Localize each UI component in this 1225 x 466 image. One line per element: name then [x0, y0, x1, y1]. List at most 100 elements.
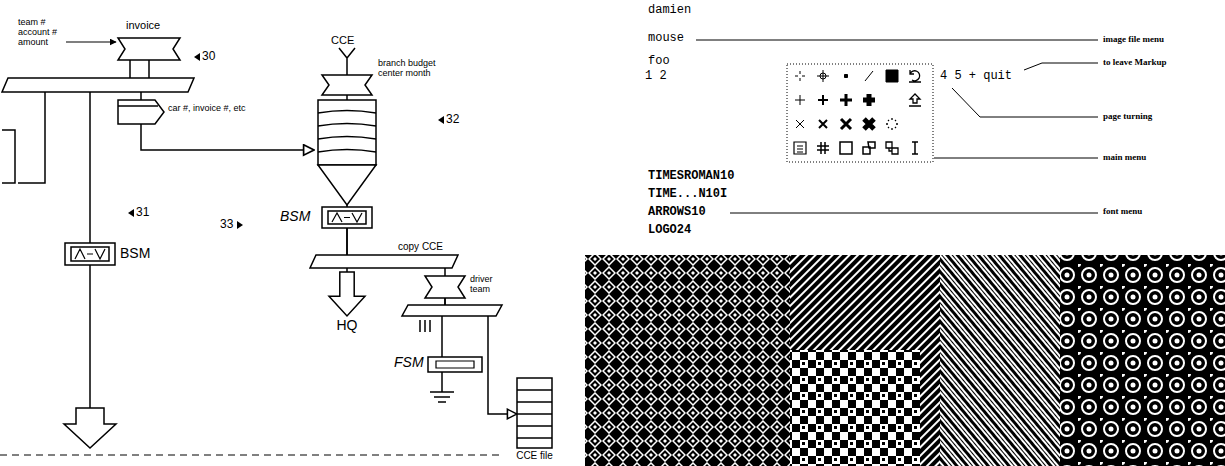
menu-item: foo: [648, 55, 670, 68]
callout-number: 33: [220, 218, 233, 231]
hopper-cards: [318, 111, 376, 153]
shape-outline: [328, 211, 366, 224]
side-branch: [18, 92, 45, 183]
leader-line: [696, 40, 1098, 41]
shape-outline: [71, 247, 109, 261]
menu-icon: [819, 120, 827, 128]
main-line: [89, 265, 91, 408]
field-note: team # account # amount: [18, 18, 66, 48]
node-label: HQ: [327, 318, 367, 333]
node-outline: [517, 378, 552, 448]
leader-line: [1024, 63, 1098, 70]
shape-outline: [428, 357, 482, 372]
font-item: ARROWS10: [648, 206, 706, 219]
menu-icon: [841, 119, 851, 129]
menu-icon: [886, 118, 898, 130]
markup-leaders: [696, 40, 1098, 213]
menu-icon: [909, 70, 921, 82]
shape-outline: [65, 243, 115, 265]
menu-icon: [863, 142, 875, 154]
font-item: TIME...N10I: [648, 188, 727, 201]
menu-icon: [817, 142, 829, 154]
node-label: invoice: [126, 19, 196, 31]
callout-mark: [237, 221, 243, 229]
shape-outline: [322, 75, 372, 95]
menu-icon: [886, 70, 898, 82]
shape-outline: [118, 100, 164, 124]
node-label: BSM: [280, 209, 320, 224]
shape-outline: [75, 249, 105, 259]
menu-icon: [909, 94, 921, 106]
shape-outline: [517, 378, 552, 448]
callout-mark: [194, 53, 200, 61]
flow-node: BSM: [65, 243, 115, 265]
side-box: [2, 130, 15, 183]
leader-line: [730, 213, 1098, 214]
callout-marks: [128, 53, 444, 229]
menu-icon: [864, 119, 874, 129]
output-arrow: [64, 408, 116, 448]
left-flow-wires: [0, 42, 500, 455]
pattern-swatch: [920, 350, 940, 466]
node-outline: [322, 207, 372, 228]
flow-connector: [347, 228, 445, 276]
menu-icon: [795, 95, 805, 105]
flow-node: invoice: [118, 38, 180, 60]
node-outline: [118, 100, 164, 124]
menu-icon: [886, 142, 898, 154]
annotation: image file menu: [1103, 35, 1164, 45]
flow-node: HQ: [329, 272, 365, 316]
font-item: LOGO24: [648, 224, 691, 237]
shape-outline: [322, 207, 372, 228]
ticks: [420, 320, 430, 332]
input-name: CCE: [331, 34, 354, 46]
menu-icon: [840, 142, 852, 154]
antenna-symbol: [339, 48, 355, 75]
node-outline: [118, 38, 180, 60]
node-outline: [65, 243, 115, 265]
menu-icon: [818, 95, 828, 105]
hopper-funnel: [318, 165, 376, 205]
flow-node: BSM: [322, 207, 372, 228]
shape-outline: [329, 272, 365, 316]
node-label: CCE file: [507, 450, 562, 461]
pattern-swatch: [940, 255, 1060, 466]
menu-icon: [840, 94, 852, 106]
node-label: branch budget center month: [378, 59, 440, 79]
flow-node: branch budget center month: [322, 75, 372, 95]
field-leader: [66, 41, 116, 42]
invoice-bar: [2, 78, 194, 92]
flow-node: CCE file: [517, 378, 552, 448]
page-number: 1 2: [645, 70, 667, 83]
menu-border: [787, 64, 933, 162]
menu-icon: [795, 71, 805, 81]
leader-line: [934, 158, 1098, 159]
annotation: font menu: [1103, 207, 1142, 217]
pattern-swatch: [1060, 255, 1225, 466]
flow-node: FSM: [428, 357, 482, 372]
callout-number: 31: [136, 206, 149, 219]
annotation: to leave Markup: [1103, 58, 1167, 68]
hopper: [318, 100, 376, 205]
hopper-deck: [318, 100, 376, 165]
card-to-hopper: [141, 124, 314, 150]
node-outline: [322, 75, 372, 95]
node-label: FSM: [394, 355, 426, 370]
node-outline: [428, 357, 482, 372]
shape-outline: [118, 105, 158, 107]
shape-outline: [332, 213, 362, 222]
leader-line: [952, 88, 1098, 117]
annotation: page turning: [1103, 112, 1152, 122]
driver-bar: [402, 305, 502, 316]
menu-icon: [817, 70, 829, 82]
menu-icon: [912, 142, 918, 154]
shape-outline: [436, 361, 474, 368]
callout-mark: [128, 209, 134, 217]
flow-node: driver team: [425, 276, 465, 298]
font-item: TIMESROMAN10: [648, 170, 734, 183]
flow-bars: [2, 78, 502, 448]
pattern-samples: [585, 255, 1225, 466]
shape-outline: [118, 38, 180, 60]
